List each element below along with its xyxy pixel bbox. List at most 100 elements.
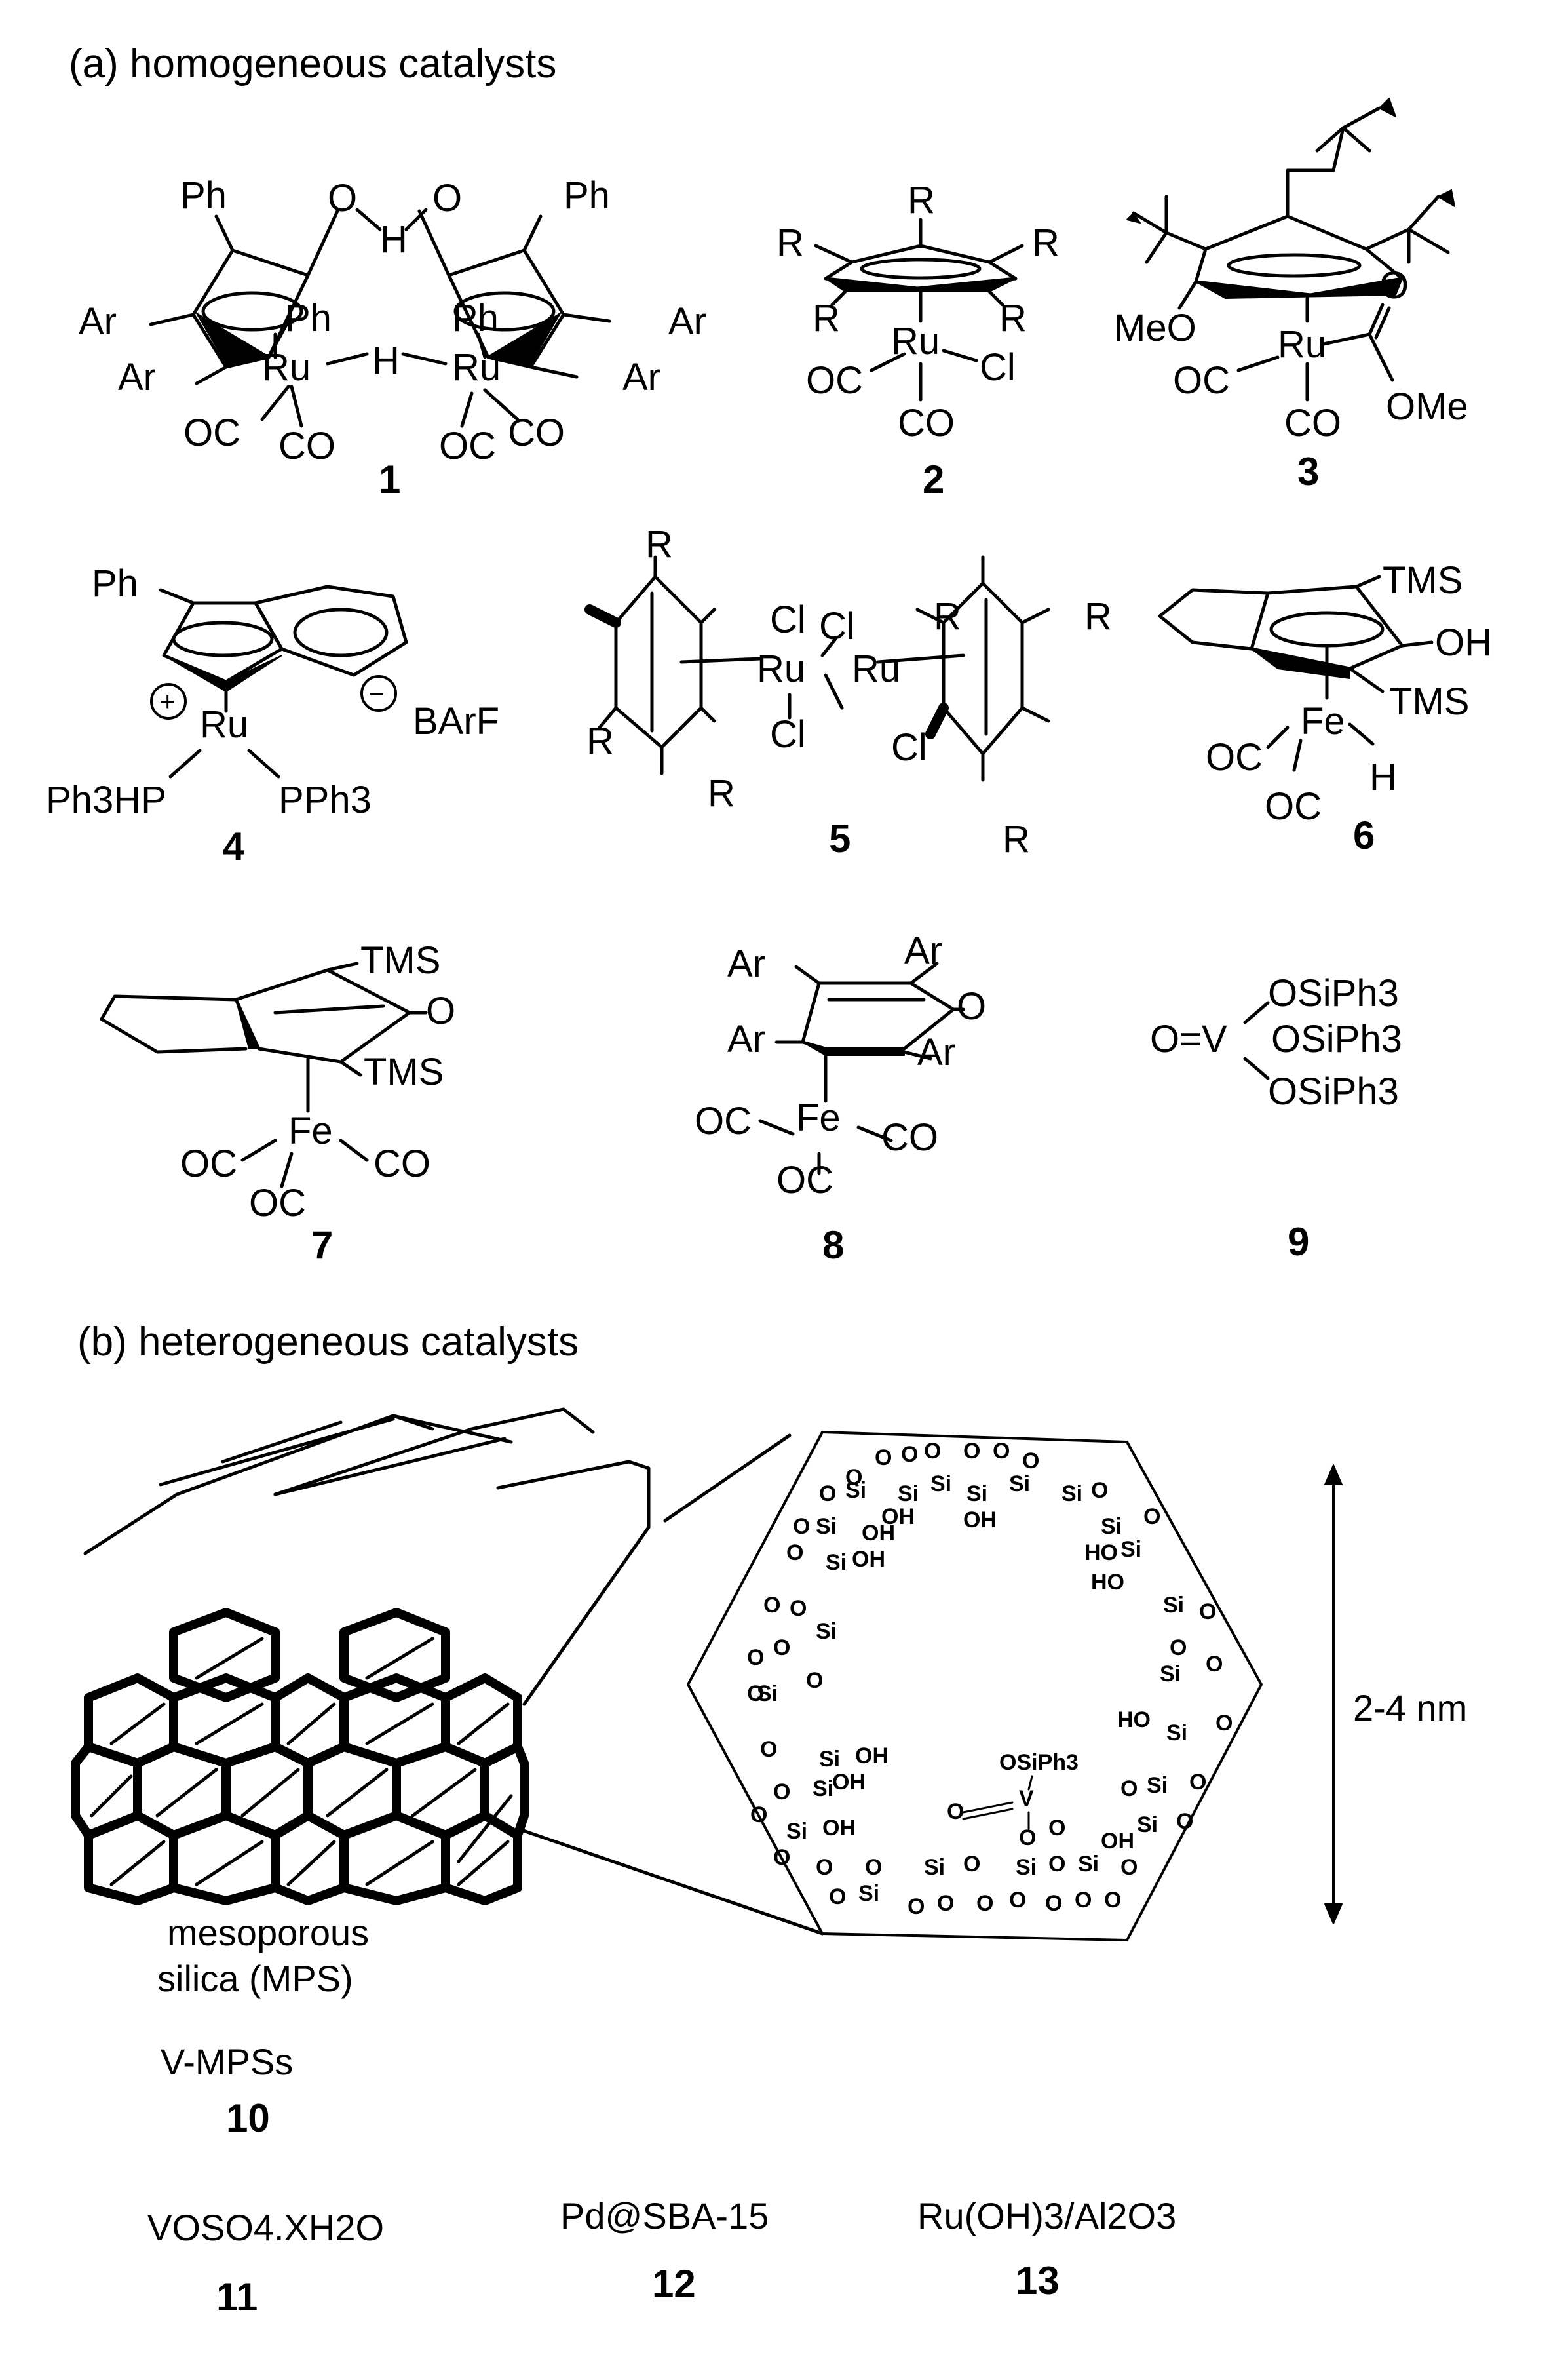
c3-oc: OC (1173, 359, 1230, 402)
c1-ph-top-right: Ph (564, 174, 610, 217)
pore-v: V (1019, 1786, 1034, 1811)
pore-o: O (1019, 1825, 1036, 1850)
pore-o: O (829, 1884, 846, 1909)
pore-o: O (773, 1845, 790, 1870)
pore-o: O (1143, 1504, 1160, 1529)
pore-osiph3: OSiPh3 (999, 1750, 1079, 1775)
pore-o: O (1048, 1852, 1065, 1877)
c4-ph3hp: Ph3HP (46, 779, 166, 821)
c8-ar-top-right: Ar (904, 929, 942, 972)
pore-o: O (993, 1439, 1010, 1464)
c1-oc-right: OC (439, 425, 496, 467)
c6-tms-bottom: TMS (1389, 680, 1469, 723)
pore-o: O (1075, 1888, 1092, 1913)
c3-wedge-tbu-right (1438, 189, 1455, 207)
pore-o: O (773, 1635, 790, 1660)
compound-10-label: 10 (226, 2096, 270, 2140)
c8-ar-bottom-right: Ar (917, 1031, 955, 1074)
c7-o: O (426, 990, 455, 1032)
c5-cl-top-1: Cl (770, 598, 806, 641)
pore-si: Si (786, 1819, 807, 1844)
compound-11-label: 11 (216, 2275, 258, 2319)
c8-o: O (957, 985, 986, 1028)
pore-o: O (786, 1540, 803, 1565)
pore-si: Si (845, 1478, 866, 1503)
pore-oh: OH (855, 1743, 889, 1768)
c1-ph-left-inner: Ph (285, 297, 332, 340)
pore-o: O (1215, 1711, 1233, 1736)
compound-6-structure (1158, 575, 1434, 772)
pore-oh: OH (832, 1770, 866, 1795)
c1-oc-left: OC (183, 412, 240, 454)
compound-6-label: 6 (1353, 813, 1375, 857)
pore-si: Si (813, 1776, 833, 1801)
compound-3-label: 3 (1297, 450, 1319, 494)
c1-h-bridge: H (380, 218, 408, 261)
c3-ome: OMe (1386, 385, 1468, 428)
c5-r-right-top: R (934, 595, 961, 638)
c1-ru-right: Ru (452, 346, 501, 389)
compound-9-label: 9 (1288, 1220, 1309, 1264)
pore-si: Si (966, 1481, 987, 1506)
pore-si: Si (1078, 1852, 1099, 1877)
pore-o: O (1170, 1635, 1187, 1660)
pore-o: O (816, 1855, 833, 1880)
compound-2-label: 2 (923, 458, 944, 501)
pore-si: Si (826, 1550, 847, 1575)
c5-r-left-bottom: R (586, 720, 614, 762)
pore-o: O (1091, 1478, 1108, 1503)
c2-r-lower-right: R (999, 297, 1027, 340)
c6-fe: Fe (1301, 700, 1345, 743)
pore-o: O (875, 1445, 892, 1470)
c3-wedge-tbu-top (1379, 98, 1396, 117)
c7-tms-top: TMS (360, 939, 440, 982)
c1-ru-left: Ru (262, 346, 311, 389)
c5-r-left-bottom-2: R (708, 772, 735, 815)
pore-o: O (760, 1737, 777, 1762)
pore-si: Si (1061, 1481, 1082, 1506)
pore-oh: OH (852, 1547, 885, 1572)
c3-o-carbonyl: O (1379, 264, 1409, 307)
c5-r-left-top: R (645, 523, 673, 566)
pore-o: O (1199, 1599, 1216, 1624)
c8-fe: Fe (796, 1097, 841, 1139)
c2-r-lower-left: R (813, 297, 840, 340)
pore-o: O (1009, 1888, 1026, 1913)
pore-si: Si (1160, 1662, 1181, 1686)
compound-8-label: 8 (822, 1223, 844, 1267)
pore-si: Si (1163, 1593, 1184, 1618)
c3-wedge-tbu-left (1126, 212, 1141, 224)
compound-13-label: 13 (1016, 2259, 1060, 2303)
compound-12-label: 12 (652, 2262, 696, 2306)
pore-size-scale-arrow (1324, 1464, 1343, 1924)
c2-ru: Ru (891, 320, 940, 362)
pore-vanadium-bonds (962, 1775, 1033, 1830)
pore-si: Si (924, 1855, 945, 1880)
c9-o-v: O=V (1150, 1018, 1227, 1061)
c6-oc-upper: OC (1206, 736, 1263, 779)
pore-size-label: 2-4 nm (1353, 1687, 1467, 1728)
compound-5-label: 5 (829, 817, 851, 861)
mps-caption-line2: silica (MPS) (157, 1958, 353, 1999)
c1-ar-right-lower: Ar (622, 356, 660, 399)
c5-ru-left: Ru (757, 648, 805, 690)
c3-ru: Ru (1278, 323, 1326, 366)
pore-o: O (924, 1439, 941, 1464)
c2-r-left: R (776, 222, 804, 264)
pore-oh: OH (822, 1816, 856, 1840)
pore-o: O (1206, 1652, 1223, 1677)
c2-co: CO (898, 402, 955, 444)
c5-cl-top-2: Cl (819, 605, 855, 648)
section-b-title: (b) heterogeneous catalysts (77, 1319, 579, 1365)
mesoporous-silica-hexagon-bundle (71, 1407, 651, 1905)
c5-cl-bottom-1: Cl (770, 713, 806, 756)
compound-7-label: 7 (311, 1223, 333, 1267)
c4-minus: − (369, 680, 384, 709)
pore-o-vanadyl: O (947, 1799, 964, 1824)
c1-h-hydride: H (372, 340, 400, 382)
pore-wall-atoms: O O O O O O O O Si Si Si Si Si Si O OH O… (747, 1439, 1233, 1919)
pore-o: O (819, 1481, 836, 1506)
c1-co-right: CO (508, 412, 565, 454)
